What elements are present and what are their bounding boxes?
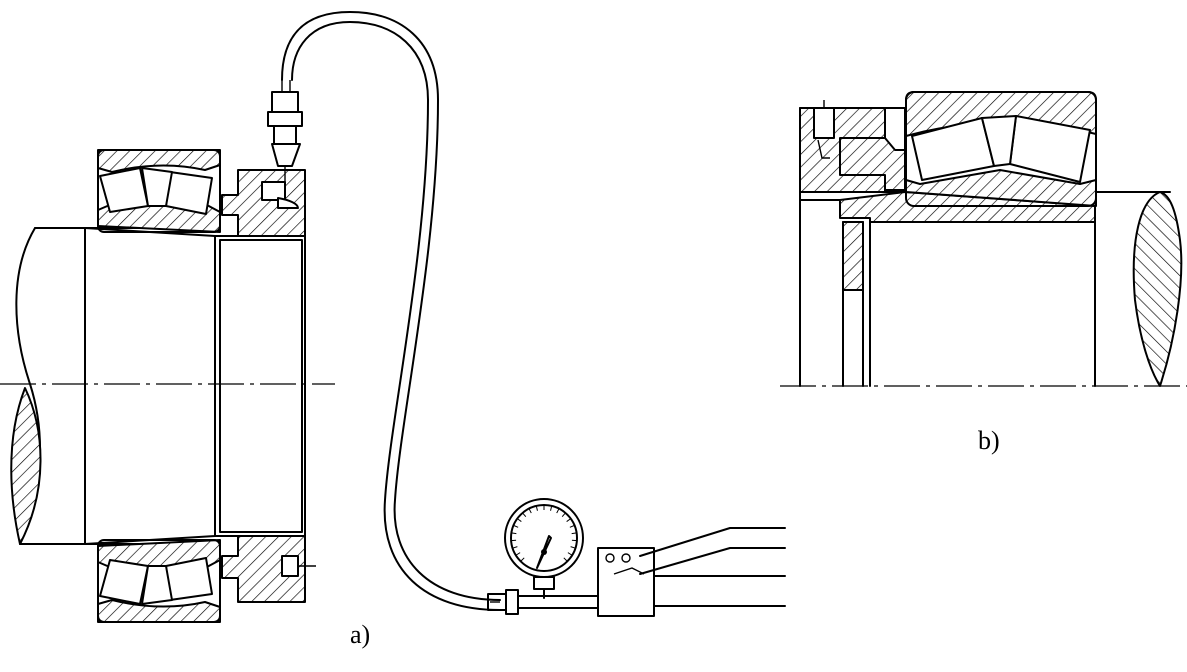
panel-a	[0, 11, 786, 623]
spherical-roller-bearing-icon	[97, 149, 221, 623]
gauge-tick	[515, 552, 521, 556]
panel-label-b: b)	[978, 426, 1000, 455]
gauge-tick	[566, 518, 571, 522]
gauge-tick	[556, 508, 560, 514]
hydraulic-nut-icon	[214, 169, 316, 603]
gauge-tick	[520, 557, 525, 562]
gauge-tick	[569, 524, 575, 528]
bearing-inner-ring-b	[905, 169, 1097, 207]
hand-pump-icon	[597, 527, 786, 617]
gauge-tick	[511, 532, 517, 535]
gauge-tick	[535, 505, 538, 511]
gauge-tick	[512, 546, 518, 549]
gauge-tick	[550, 505, 553, 511]
gauge-tick	[571, 532, 577, 535]
panel-b	[780, 91, 1187, 387]
shaft-icon	[10, 227, 216, 545]
gauge-tick	[563, 557, 568, 562]
shaft-b	[1095, 191, 1183, 387]
gauge-tick	[517, 518, 522, 522]
gauge-tick	[570, 546, 576, 549]
hose-connector	[267, 80, 303, 198]
gauge-tick	[528, 508, 532, 514]
panel-label-a: a)	[350, 620, 371, 649]
pressure-gauge-icon	[504, 498, 584, 599]
gauge-tick	[522, 512, 527, 518]
gauge-tick	[513, 524, 519, 528]
hose-icon	[281, 11, 501, 611]
adapter-sleeve	[84, 227, 216, 545]
gauge-tick	[567, 552, 573, 556]
gauge-tick	[561, 512, 566, 518]
lock-washer	[842, 221, 864, 291]
